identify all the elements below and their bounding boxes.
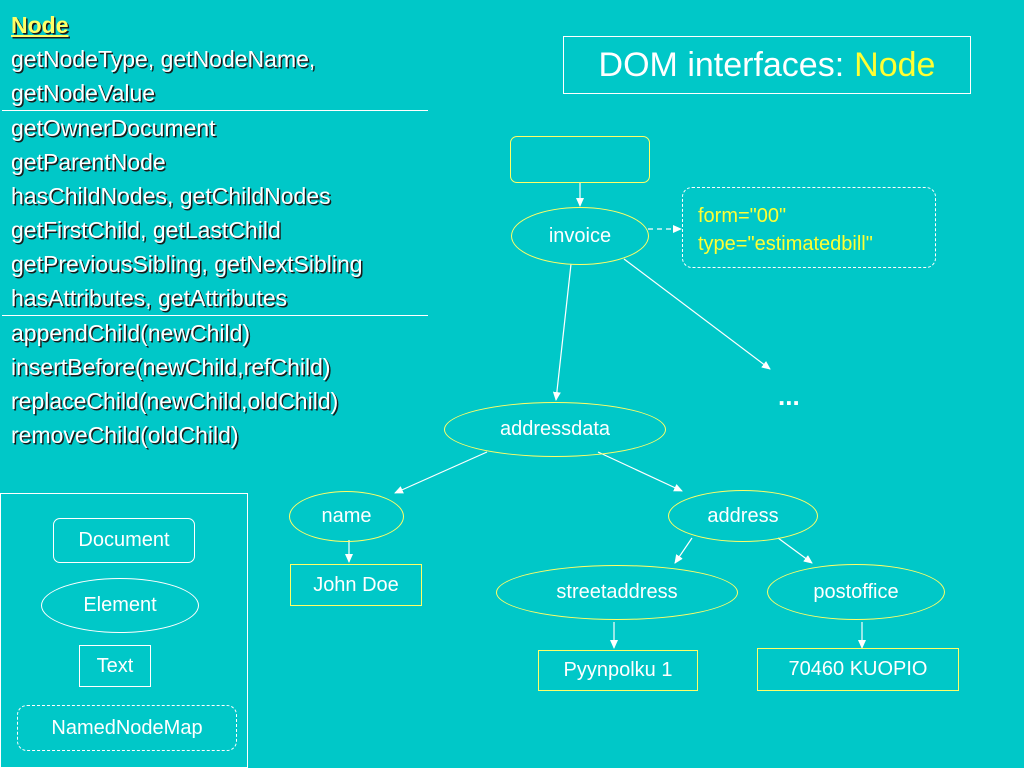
text-node-john-doe: John Doe — [290, 564, 422, 606]
method-item: getNodeValue — [11, 80, 156, 106]
element-node-streetaddress: streetaddress — [496, 565, 738, 620]
edge-invoice-ellipsis — [623, 258, 771, 370]
element-node-name: name — [289, 491, 404, 542]
method-item: hasChildNodes, getChildNodes — [11, 183, 331, 209]
method-item: insertBefore(newChild,refChild) — [11, 354, 331, 380]
title-prefix: DOM interfaces: — [598, 45, 845, 84]
more-children-ellipsis: ... — [778, 381, 800, 411]
method-item: getFirstChild, getLastChild — [11, 217, 281, 243]
edge-invoice-addressdata — [552, 263, 572, 401]
legend-element: Element — [41, 578, 199, 633]
element-node-invoice: invoice — [511, 207, 649, 265]
divider — [2, 315, 428, 316]
node-method-list: Node getNodeType, getNodeName, getNodeVa… — [2, 8, 441, 452]
edge-addressdata-name — [394, 451, 488, 494]
method-item: getOwnerDocument — [11, 115, 216, 141]
text-node-postoffice: 70460 KUOPIO — [757, 648, 959, 691]
element-node-addressdata: addressdata — [444, 402, 666, 457]
text-node-street: Pyynpolku 1 — [538, 650, 698, 691]
element-node-address: address — [668, 490, 818, 542]
method-item: hasAttributes, getAttributes — [11, 285, 288, 311]
edge-address-streetaddress — [674, 537, 693, 564]
page-title: DOM interfaces: Node — [563, 36, 971, 94]
method-item: getPreviousSibling, getNextSibling — [11, 251, 363, 277]
legend-document: Document — [53, 518, 195, 563]
method-item: getParentNode — [11, 149, 166, 175]
title-highlight: Node — [854, 45, 936, 84]
attribute-form: form="00" — [698, 205, 787, 227]
edge-addressdata-address — [597, 451, 683, 492]
element-node-postoffice: postoffice — [767, 564, 945, 620]
legend-text: Text — [79, 645, 151, 687]
attribute-type: type="estimatedbill" — [698, 233, 873, 255]
method-item: removeChild(oldChild) — [11, 422, 239, 448]
method-item: getNodeType, getNodeName, — [11, 46, 316, 72]
method-item: appendChild(newChild) — [11, 320, 251, 346]
legend-named-node-map: NamedNodeMap — [17, 705, 237, 751]
divider — [2, 110, 428, 111]
method-item: replaceChild(newChild,oldChild) — [11, 388, 339, 414]
document-node — [510, 136, 650, 183]
method-list-heading: Node — [11, 12, 69, 38]
named-node-map-attributes: form="00" type="estimatedbill" — [682, 187, 936, 268]
edge-address-postoffice — [777, 537, 813, 564]
